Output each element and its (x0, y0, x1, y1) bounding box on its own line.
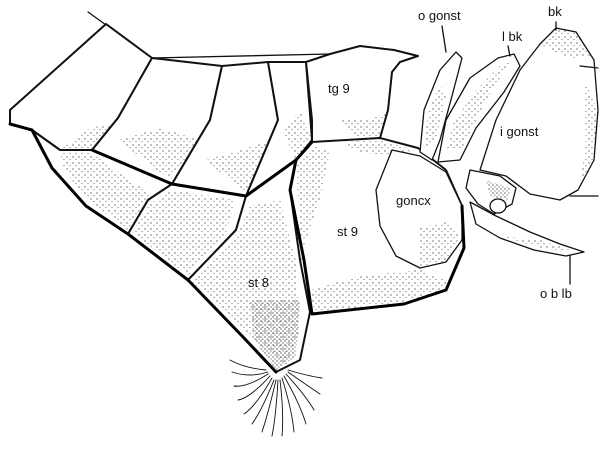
label-o-gonst: o gonst (418, 8, 461, 23)
label-st8: st 8 (248, 275, 269, 290)
label-bk: bk (548, 4, 562, 19)
leader-l-bk (508, 46, 510, 56)
label-o-b-lb: o b lb (540, 286, 572, 301)
label-st9: st 9 (337, 224, 358, 239)
dorsal-outline-line-2 (152, 54, 330, 58)
label-goncx: goncx (396, 193, 431, 208)
leader-o-gonst (442, 26, 446, 52)
label-i-gonst: i gonst (500, 124, 539, 139)
label-tg9: tg 9 (328, 81, 350, 96)
label-l-bk: l bk (502, 29, 523, 44)
articulation-socket (490, 199, 506, 213)
